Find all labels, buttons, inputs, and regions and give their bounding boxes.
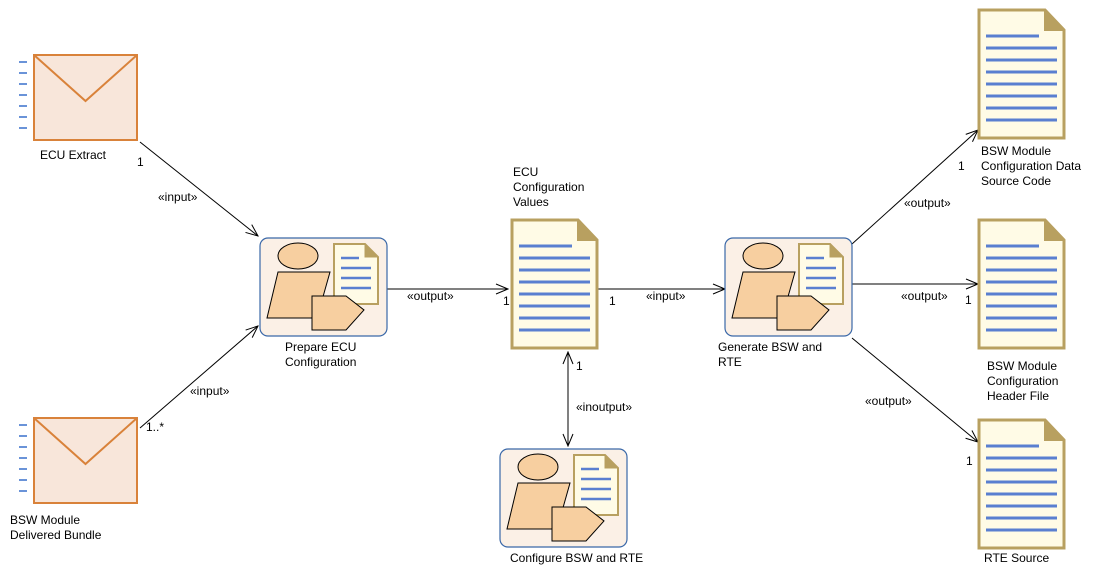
edge-generate-to-bsw-source[interactable] xyxy=(851,130,978,245)
connectors xyxy=(139,130,978,446)
label-generate-bsw: Generate BSW and RTE xyxy=(718,340,825,369)
task-prepare-ecu[interactable] xyxy=(259,237,388,337)
edge-generate-to-rte-source[interactable] xyxy=(851,337,978,442)
multiplicity-ecu-extract: 1 xyxy=(137,155,144,169)
multiplicity-config-to-configure: 1 xyxy=(576,359,583,373)
stereotype-gen-output-header: «output» xyxy=(901,289,948,303)
doc-lines xyxy=(986,444,1057,532)
multiplicity-bsw-bundle: 1..* xyxy=(146,420,164,434)
edge-bundle-to-prepare[interactable] xyxy=(139,326,258,429)
multiplicity-bsw-source: 1 xyxy=(958,159,965,173)
label-prepare-ecu: Prepare ECU Configuration xyxy=(285,340,360,369)
label-ecu-config-values: ECU Configuration Values xyxy=(513,165,588,209)
task-doc-icon xyxy=(333,243,379,305)
stereotype-config-inoutput: «inoutput» xyxy=(576,400,632,414)
label-ecu-extract: ECU Extract xyxy=(40,148,107,162)
multiplicity-config-from-prepare: 1 xyxy=(503,294,510,308)
stack-ticks xyxy=(19,61,27,129)
stereotype-bundle-input: «input» xyxy=(190,384,230,398)
stack-ticks xyxy=(19,424,27,492)
doc-lines xyxy=(986,244,1057,332)
label-bsw-header: BSW Module Configuration Header File xyxy=(987,359,1062,403)
doc-ecu-config-values[interactable] xyxy=(510,218,599,350)
stereotype-gen-output-source: «output» xyxy=(904,196,951,210)
worker-figure-icon xyxy=(506,453,605,542)
task-doc-icon xyxy=(798,243,844,305)
task-generate-bsw[interactable] xyxy=(724,237,853,337)
task-configure-bsw[interactable] xyxy=(499,448,628,548)
label-rte-source: RTE Source xyxy=(984,551,1049,565)
envelope-ecu-extract[interactable] xyxy=(19,54,138,141)
doc-bsw-source[interactable] xyxy=(977,8,1066,140)
stereotype-ecu-extract-input: «input» xyxy=(158,190,198,204)
worker-figure-icon xyxy=(266,242,365,331)
label-configure-bsw: Configure BSW and RTE xyxy=(510,551,643,565)
worker-figure-icon xyxy=(731,242,830,331)
multiplicity-config-to-generate: 1 xyxy=(609,294,616,308)
doc-lines xyxy=(519,244,590,332)
stereotype-config-input: «input» xyxy=(646,289,686,303)
doc-lines xyxy=(986,34,1057,122)
doc-bsw-header[interactable] xyxy=(977,218,1066,350)
label-bsw-source: BSW Module Configuration Data Source Cod… xyxy=(981,144,1084,188)
task-doc-icon xyxy=(573,454,619,516)
envelope-bsw-bundle[interactable] xyxy=(19,417,138,504)
label-bsw-bundle: BSW Module Delivered Bundle xyxy=(10,513,102,542)
stereotype-prepare-output: «output» xyxy=(407,289,454,303)
multiplicity-bsw-header: 1 xyxy=(965,293,972,307)
doc-rte-source[interactable] xyxy=(977,418,1066,550)
stereotype-gen-output-rte: «output» xyxy=(865,394,912,408)
multiplicity-rte-source: 1 xyxy=(966,454,973,468)
edge-ecu-extract-to-prepare[interactable] xyxy=(139,141,258,236)
